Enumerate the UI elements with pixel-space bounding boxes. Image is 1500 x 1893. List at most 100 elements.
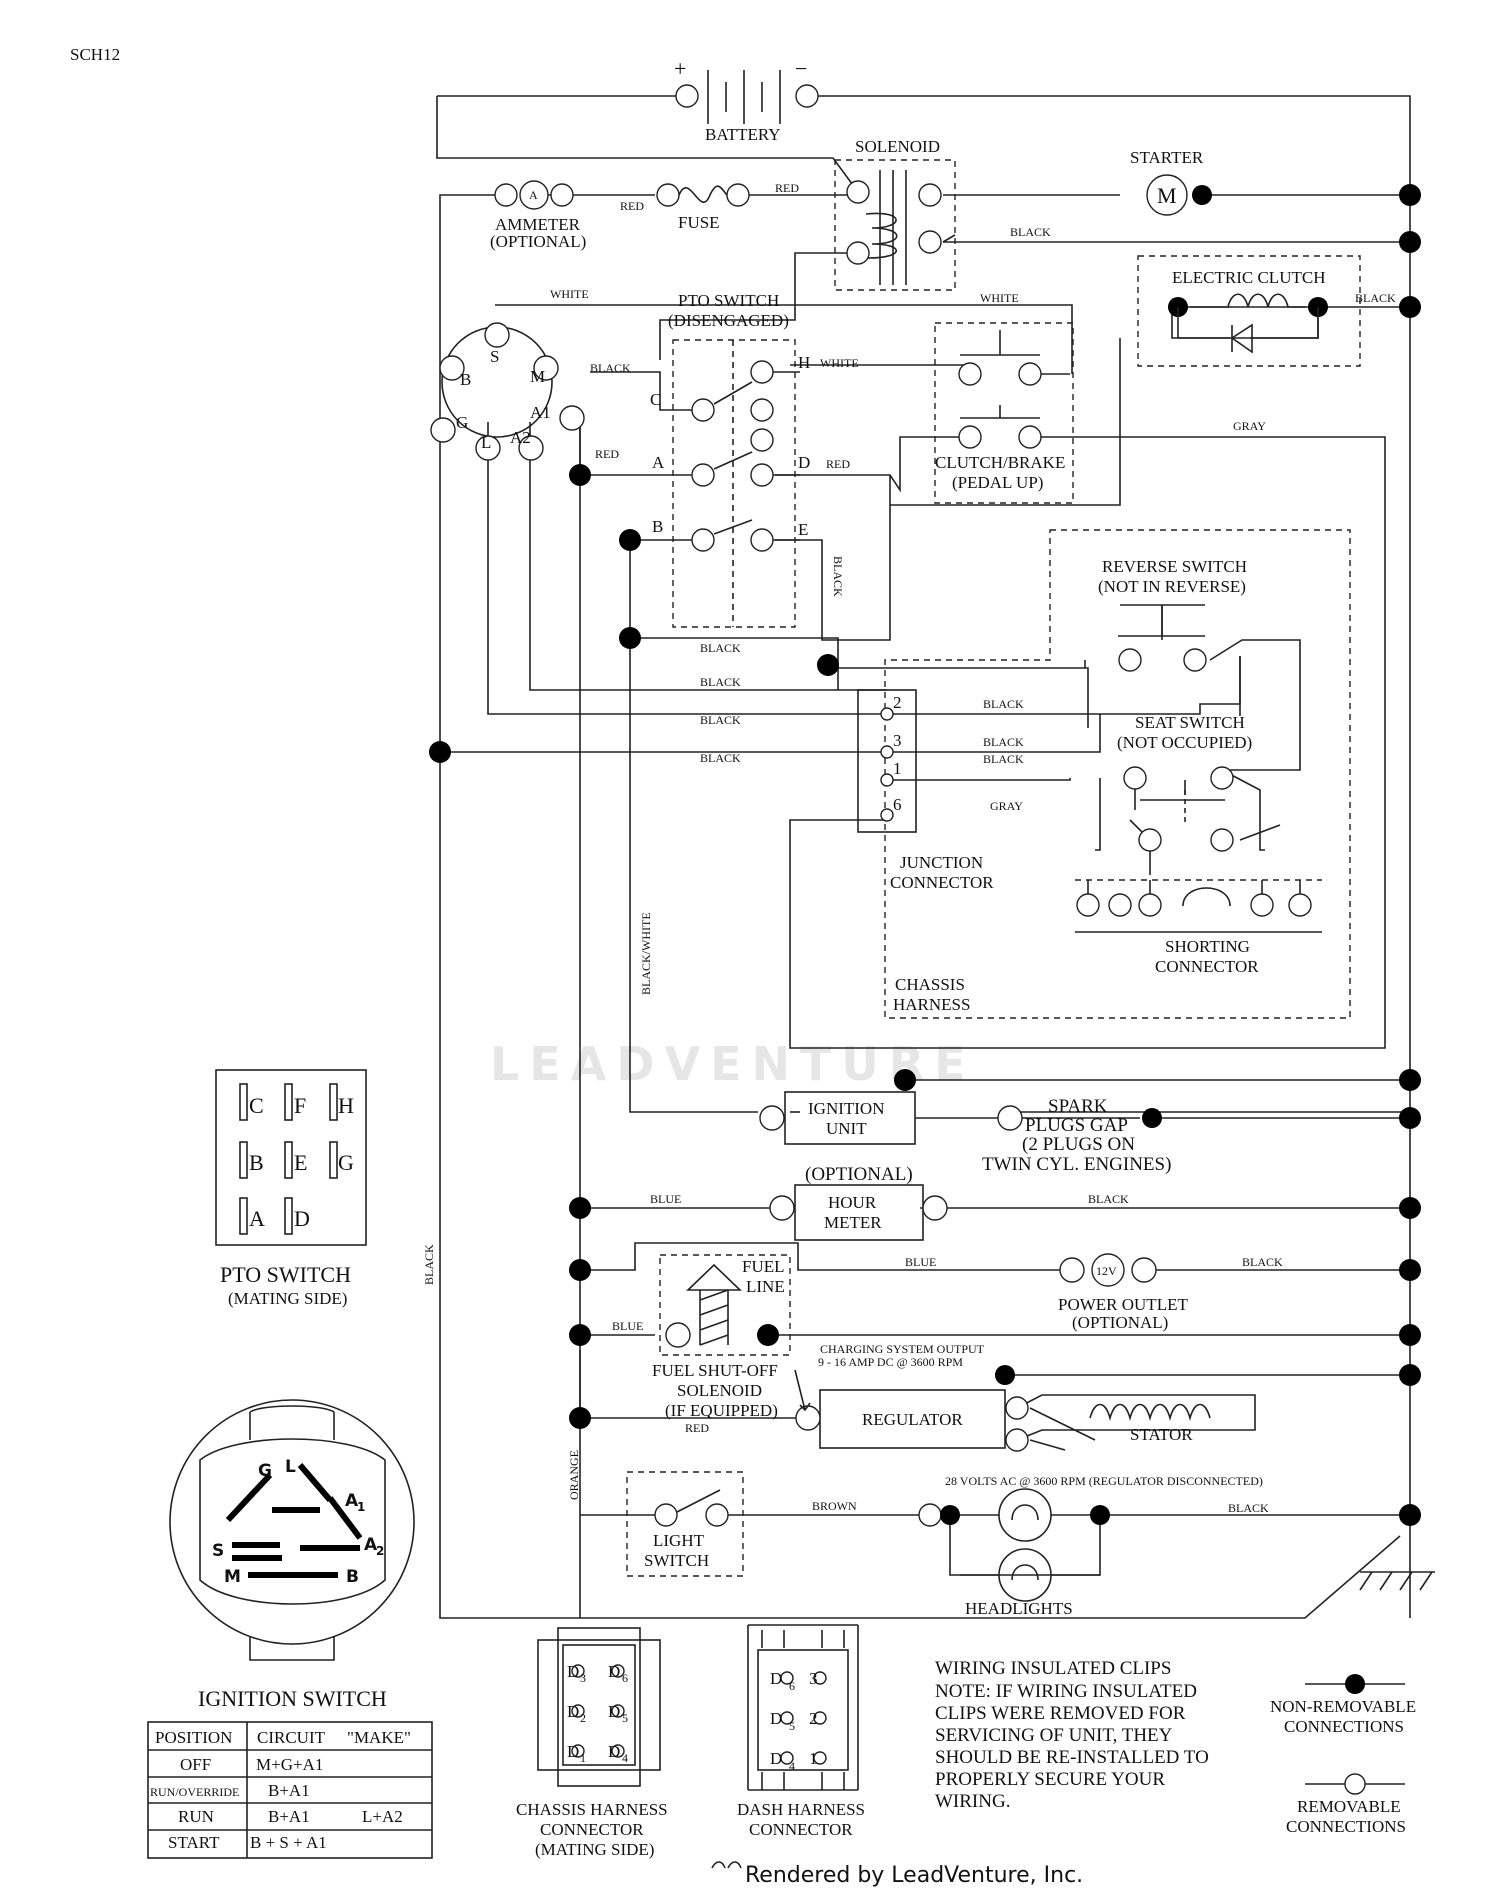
spark-plugs-label: SPARK [1048,1096,1108,1117]
wire-label-black-8: BLACK [983,697,1024,711]
clutch-brake-label: CLUTCH/BRAKE [935,453,1065,472]
table-row-2-make: L+A2 [362,1807,403,1826]
hour-meter-optional-label: (OPTIONAL) [805,1164,913,1185]
chassis-pin-d2: D [567,1702,579,1721]
pto-mating-b: B [249,1150,264,1175]
ign-switch-a2: A [364,1535,378,1555]
solenoid-label: SOLENOID [855,137,940,156]
battery-label: BATTERY [705,125,781,144]
starter-m-letter: M [1157,183,1177,208]
note-line-3: CLIPS WERE REMOVED FOR [935,1703,1186,1724]
pto-mating-g: G [338,1150,354,1175]
table-row-1-position: RUN/OVERRIDE [150,1785,239,1799]
spark-plugs-gap-label: PLUGS GAP [1025,1115,1128,1136]
legend-removable-label-2: CONNECTIONS [1286,1817,1406,1836]
battery-minus-sign: − [795,56,807,81]
junction-connector-label: JUNCTION [900,853,983,872]
note-line-2: NOTE: IF WIRING INSULATED [935,1681,1197,1702]
dash-pin-d5-sub: 5 [789,1719,795,1733]
ign-switch-a1: A [345,1491,359,1511]
footer-credit: Rendered by LeadVenture, Inc. [745,1863,1083,1888]
dash-pin-d4-sub: 4 [789,1759,795,1773]
wire-labels: RED RED BLACK BLACK WHITE WHITE WHITE BL… [422,181,1396,1515]
wire-label-black-6: BLACK [700,713,741,727]
table-header-circuit: CIRCUIT [257,1728,326,1747]
ammeter-optional-label: (OPTIONAL) [490,232,586,251]
fuel-line-label: FUEL [742,1257,785,1276]
chassis-pin-d3-sub: 3 [580,1671,586,1685]
light-switch-label-2: SWITCH [644,1551,709,1570]
wire-label-white-3: WHITE [820,356,859,370]
wire-label-black-12: BLACK [1242,1255,1283,1269]
reverse-switch-state-label: (NOT IN REVERSE) [1098,577,1246,596]
hour-meter-label: HOUR [828,1193,877,1212]
note-line-7: WIRING. [935,1791,1010,1812]
ign-term-l: L [481,433,491,452]
wire-label-blue-1: BLUE [650,1192,681,1206]
shorting-connector-label: SHORTING [1165,937,1250,956]
ign-term-a2: A2 [510,428,531,447]
pto-mating-d: D [294,1206,310,1231]
chassis-pin-d4: D [608,1742,620,1761]
note-line-1: WIRING INSULATED CLIPS [935,1658,1171,1679]
ign-term-g: G [456,413,468,432]
chassis-harness-label-2: HARNESS [893,995,970,1014]
dash-pin-d6-sub: 6 [789,1679,795,1693]
ign-switch-a2-sub: 2 [376,1544,384,1558]
pto-switch-label: PTO SWITCH [678,291,779,310]
pto-mating-row-1: C F H [239,1083,354,1121]
fuel-solenoid-label: FUEL SHUT-OFF [652,1361,778,1380]
ign-term-b: B [460,370,471,389]
legend-non-removable-label: NON-REMOVABLE [1270,1697,1416,1716]
table-row-0-position: OFF [180,1755,211,1774]
reverse-switch-label: REVERSE SWITCH [1102,557,1247,576]
chassis-connector-title-2: CONNECTOR [540,1820,644,1839]
wire-label-white-1: WHITE [550,287,589,301]
solenoid: SOLENOID [834,137,956,291]
battery-plus-sign: + [674,56,686,81]
chassis-pin-d6: D [608,1662,620,1681]
shorting-connector-label-2: CONNECTOR [1155,957,1259,976]
table-header-position: POSITION [155,1728,232,1747]
hour-meter-label-2: METER [824,1213,882,1232]
wire-label-black-7: BLACK [700,751,741,765]
junction-pin-3: 3 [893,731,902,750]
ammeter-label: AMMETER [495,215,581,234]
ignition-switch: G L A 1 S A 2 M B IGNITION SWITCH [169,1399,415,1711]
dash-pin-3: 3 [809,1669,818,1688]
doc-code: SCH12 [70,45,120,64]
legend-non-removable-dot [1345,1674,1365,1694]
pto-mating-a: A [249,1206,265,1231]
ignition-unit-label: IGNITION [808,1099,884,1118]
regulator-label: REGULATOR [862,1410,963,1429]
ign-switch-g: G [258,1461,272,1481]
pto-mating-row-3: A D [239,1197,310,1235]
chassis-pin-d5: D [608,1702,620,1721]
pto-term-b: B [652,517,663,536]
dash-pin-2: 2 [809,1709,818,1728]
junction-pin-6: 6 [893,795,902,814]
pto-term-e: E [798,520,808,539]
table-row-0-circuit: M+G+A1 [256,1755,323,1774]
wire-label-blue-2: BLUE [905,1255,936,1269]
ign-switch-a1-sub: 1 [357,1500,365,1514]
chassis-harness-connector: D 3 D 6 D 2 D 5 D 1 D 4 CHASSIS HARNESS … [516,1627,668,1859]
dash-pin-d6: D [770,1669,782,1688]
legend-removable-label: REMOVABLE [1297,1797,1401,1816]
pto-mating-subtitle: (MATING SIDE) [228,1289,347,1308]
chassis-pin-d2-sub: 2 [580,1711,586,1725]
wire-label-black-white: BLACK/WHITE [639,912,653,995]
seat-switch-state-label: (NOT OCCUPIED) [1117,733,1252,752]
wire-label-black-13: BLACK [1228,1501,1269,1515]
clutch-brake-state-label: (PEDAL UP) [952,473,1043,492]
pto-mating-e: E [294,1150,307,1175]
power-outlet-label: POWER OUTLET [1058,1295,1188,1314]
watermark: LEADVENTURE [490,1037,976,1091]
pto-switch-state-label: (DISENGAGED) [668,311,789,330]
fuel-line-label-2: LINE [746,1277,785,1296]
wire-label-red-4: RED [826,457,850,471]
wire-label-blue-3: BLUE [612,1319,643,1333]
starter-label: STARTER [1130,148,1204,167]
legend-non-removable-label-2: CONNECTIONS [1284,1717,1404,1736]
